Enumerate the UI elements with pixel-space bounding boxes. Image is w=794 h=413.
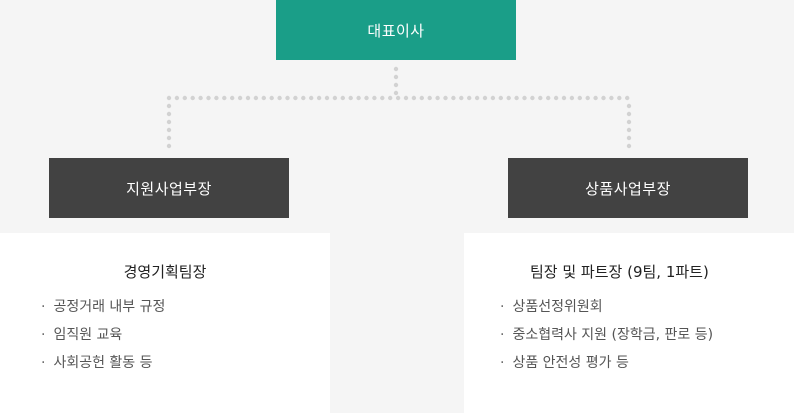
connector-dot xyxy=(285,95,290,101)
connector-dot xyxy=(182,95,187,101)
connector-dot xyxy=(364,95,369,101)
connector-dot xyxy=(245,95,251,101)
connector-dot xyxy=(316,95,322,101)
connector-dot xyxy=(490,95,496,101)
connector-dot xyxy=(324,95,330,101)
connector-dot xyxy=(166,143,172,149)
connector-dot xyxy=(166,119,172,125)
connector-dot xyxy=(277,95,282,101)
connector-dot xyxy=(617,95,622,101)
support-division-panel: 경영기획팀장 공정거래 내부 규정 임직원 교육 사회공헌 활동 등 xyxy=(0,233,330,413)
connector-dot xyxy=(411,95,417,101)
support-division-box: 지원사업부장 xyxy=(49,158,289,218)
connector-dot xyxy=(569,95,575,101)
connector-dot xyxy=(467,95,472,101)
connector-dot xyxy=(530,95,535,101)
connector-dot xyxy=(309,95,314,101)
list-item: 상품선정위원회 xyxy=(500,299,713,327)
right-dotted-connector xyxy=(626,103,632,149)
connector-dot xyxy=(237,95,243,101)
connector-dot xyxy=(626,119,632,125)
list-item: 사회공헌 활동 등 xyxy=(41,355,165,383)
product-division-label: 상품사업부장 xyxy=(585,179,671,198)
connector-dot xyxy=(261,95,266,101)
list-item: 상품 안전성 평가 등 xyxy=(500,355,713,383)
connector-dot xyxy=(166,127,172,133)
ceo-label: 대표이사 xyxy=(367,21,425,40)
dotted-connectors xyxy=(393,66,399,96)
connector-dot xyxy=(561,95,567,101)
connector-dot xyxy=(380,95,385,101)
connector-dot xyxy=(388,95,393,101)
connector-dot xyxy=(198,95,203,101)
connector-dot xyxy=(419,95,424,101)
product-duty-list: 상품선정위원회 중소협력사 지원 (장학금, 판로 등) 상품 안전성 평가 등 xyxy=(500,299,713,383)
connector-dot xyxy=(166,95,172,101)
connector-dot xyxy=(293,95,298,101)
connector-dot xyxy=(403,95,409,101)
product-division-box: 상품사업부장 xyxy=(508,158,748,218)
connector-dot xyxy=(522,95,527,101)
connector-dot xyxy=(626,111,632,117)
connector-dot xyxy=(230,95,235,101)
list-item: 중소협력사 지원 (장학금, 판로 등) xyxy=(500,327,713,355)
product-division-panel: 팀장 및 파트장 (9팀, 1파트) 상품선정위원회 중소협력사 지원 (장학금… xyxy=(464,233,794,413)
connector-dot xyxy=(435,95,440,101)
connector-dot xyxy=(626,127,632,133)
connector-dot xyxy=(166,103,172,109)
support-division-label: 지원사업부장 xyxy=(126,179,212,198)
connector-dot xyxy=(498,95,503,101)
connector-dot xyxy=(506,95,511,101)
connector-dot xyxy=(601,95,606,101)
connector-dot xyxy=(451,95,456,101)
connector-dot xyxy=(174,95,180,101)
connector-dot xyxy=(626,103,632,109)
list-item: 공정거래 내부 규정 xyxy=(41,299,165,327)
connector-dot xyxy=(626,135,632,141)
connector-dot xyxy=(395,95,401,101)
connector-dot xyxy=(269,95,274,101)
connector-dot xyxy=(443,95,448,101)
connector-dot xyxy=(474,95,480,101)
list-item: 임직원 교육 xyxy=(41,327,165,355)
support-panel-title: 경영기획팀장 xyxy=(123,263,207,281)
connector-dot xyxy=(546,95,551,101)
horizontal-dotted-connector xyxy=(166,95,630,101)
connector-dot xyxy=(538,95,543,101)
connector-dot xyxy=(348,95,353,101)
connector-dot xyxy=(372,95,377,101)
ceo-box: 대표이사 xyxy=(276,0,516,60)
connector-dot xyxy=(625,95,630,101)
connector-dot xyxy=(585,95,590,101)
connector-dot xyxy=(166,111,172,117)
connector-dot xyxy=(253,95,259,101)
connector-dot xyxy=(626,143,632,149)
product-panel-title: 팀장 및 파트장 (9팀, 1파트) xyxy=(530,263,709,281)
connector-dot xyxy=(577,95,582,101)
connector-dot xyxy=(459,95,464,101)
support-duty-list: 공정거래 내부 규정 임직원 교육 사회공헌 활동 등 xyxy=(41,299,165,383)
connector-dot xyxy=(593,95,598,101)
connector-dot xyxy=(340,95,345,101)
connector-dot xyxy=(609,95,614,101)
connector-dot xyxy=(553,95,559,101)
connector-dot xyxy=(427,95,432,101)
connector-dot xyxy=(214,95,219,101)
connector-dot xyxy=(356,95,361,101)
connector-dot xyxy=(482,95,488,101)
connector-dot xyxy=(222,95,227,101)
connector-dot xyxy=(514,95,519,101)
connector-dot xyxy=(206,95,211,101)
left-dotted-connector xyxy=(166,103,172,149)
connector-dot xyxy=(301,95,306,101)
connector-dot xyxy=(166,135,172,141)
connector-dot xyxy=(190,95,195,101)
connector-dot xyxy=(332,95,338,101)
